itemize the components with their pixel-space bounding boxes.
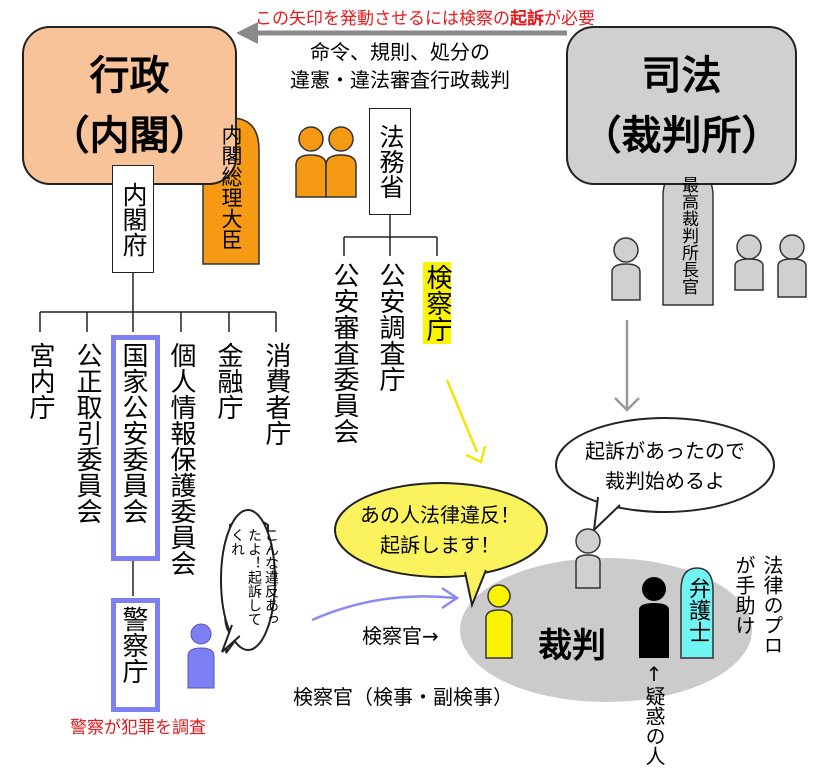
agency-public-safety: 国家公安委員会 — [118, 342, 148, 524]
prosecutor-bubble-shape — [334, 482, 548, 609]
agency-public-security-intelligence: 公安調査庁 — [375, 262, 405, 392]
orders-line1: 命令、規則、処分の — [310, 40, 490, 64]
cabinet-office-box: 内閣府 — [112, 165, 154, 273]
prosecutor-bubble-text: あの人法律違反！ 起訴します！ — [345, 500, 535, 560]
police-agency: 警察庁 — [118, 606, 148, 684]
top-note-emph: 起訴 — [510, 9, 544, 29]
judiciary-title: 司法 — [641, 52, 722, 99]
agency-consumer: 消費者庁 — [261, 342, 291, 446]
prosecutor-icon — [485, 584, 513, 659]
suspect-label: ↑疑惑の人 — [642, 662, 666, 766]
police-note: 警察が犯罪を調査 — [70, 718, 206, 738]
prosecutor-bubble-line2: 起訴します！ — [380, 533, 500, 557]
judiciary-subtitle: （裁判所） — [581, 112, 782, 159]
trial-oval — [460, 558, 752, 702]
executive-box: 行政 （内閣） — [22, 26, 237, 185]
judge-bubble-line2: 裁判始めるよ — [605, 469, 725, 493]
cabinet-tree-lines — [39, 271, 277, 596]
public-safety-frame — [111, 335, 160, 561]
agency-imperial-household: 宮内庁 — [25, 342, 55, 420]
lawyer-label: 弁護士 — [685, 577, 710, 643]
prosecutor-bubble-line1: あの人法律違反！ — [360, 503, 520, 527]
judiciary-box: 司法 （裁判所） — [566, 26, 797, 185]
executive-title: 行政 — [89, 52, 170, 99]
orders-line2: 違憲・違法審査行政裁判 — [290, 68, 510, 92]
suspect-icon — [639, 577, 669, 658]
citizen-bubble-text: こんな違反あったよ！起訴してくれ — [229, 528, 279, 626]
justice-ministry-box: 法務省 — [369, 108, 411, 215]
prosecutor-full-label: 検察官（検事・副検事） — [293, 685, 513, 709]
citizen-bubble-shape — [220, 509, 276, 654]
top-note: この矢印を発動させるには検察の起訴が必要 — [255, 4, 595, 29]
yellow-arrow — [445, 379, 479, 453]
executive-subtitle: （内閣） — [49, 112, 210, 159]
citizen-report-arrow — [311, 595, 456, 622]
prosecutor-label: 検察官→ — [362, 624, 439, 648]
lawyer-figure — [680, 567, 714, 659]
citizen-icon — [187, 623, 215, 689]
agency-prosecutors-office: 検察庁 — [422, 262, 452, 344]
orders-text: 命令、規則、処分の 違憲・違法審査行政裁判 — [240, 38, 560, 94]
police-frame — [111, 598, 160, 712]
judge-bubble-text: 起訴があったので 裁判始めるよ — [565, 436, 765, 496]
prime-minister-label: 内閣総理大臣 — [219, 124, 243, 250]
top-note-suffix: が必要 — [544, 9, 595, 29]
chief-justice-label: 最高裁判所長官 — [678, 176, 698, 295]
top-note-prefix: この矢印を発動させるには検察の — [255, 9, 510, 29]
agency-public-security-review: 公安審査委員会 — [329, 262, 359, 444]
judge-figures-icon — [575, 234, 807, 589]
judge-bubble-line1: 起訴があったので — [585, 439, 745, 463]
agency-financial: 金融庁 — [213, 342, 243, 420]
ministry-staff-icon — [295, 126, 357, 198]
agency-personal-info: 個人情報保護委員会 — [166, 342, 196, 576]
agency-fair-trade: 公正取引委員会 — [72, 342, 102, 524]
judicial-review-arrowhead — [236, 22, 258, 44]
justice-tree-lines — [343, 213, 438, 256]
trial-label: 裁判 — [538, 626, 606, 666]
judge-bubble-shape — [555, 417, 775, 533]
lawyer-note: 法律のプロが手助け — [732, 555, 784, 655]
